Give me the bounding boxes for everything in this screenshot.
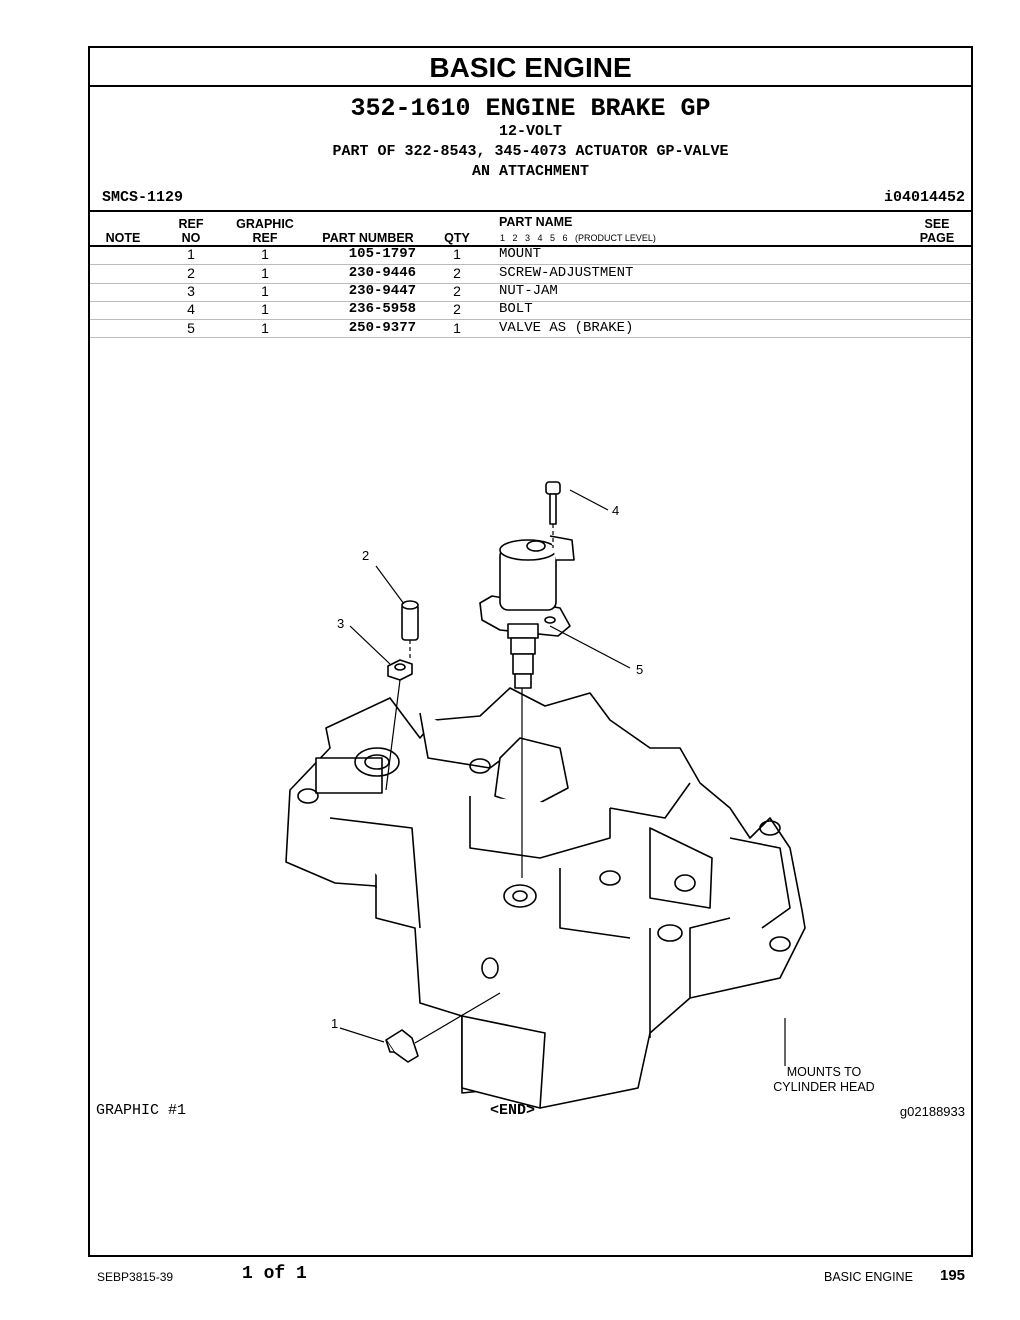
row-part-name: MOUNT (499, 246, 542, 262)
row-divider (90, 301, 971, 302)
row-part-name: BOLT (499, 301, 533, 317)
mounts-note-line2: CYLINDER HEAD (773, 1080, 874, 1094)
section-title: BASIC ENGINE (90, 48, 971, 87)
col-ref-bottom: NO (181, 231, 201, 245)
subtitle-line: AN ATTACHMENT (471, 163, 590, 180)
end-marker: <END> (490, 1102, 536, 1119)
group-title: 352-1610 ENGINE BRAKE GP (350, 94, 711, 123)
page-frame: BASIC ENGINE 352-1610 ENGINE BRAKE GP 12… (88, 46, 973, 1257)
row-part-name: SCREW-ADJUSTMENT (499, 265, 634, 281)
row-part-number: 250-9377 (348, 320, 416, 336)
col-qty: QTY (444, 231, 470, 245)
callout-2: 2 (362, 548, 369, 563)
row-divider (90, 337, 971, 338)
col-graphic-bottom: REF (252, 231, 278, 245)
row-divider (90, 319, 971, 320)
callout-3: 3 (337, 616, 344, 631)
graphic-label: GRAPHIC #1 (96, 1102, 187, 1119)
bolt-bore-holes (297, 747, 791, 979)
row-part-name: VALVE AS (BRAKE) (499, 320, 634, 336)
row-qty: 2 (453, 265, 461, 281)
row-qty: 1 (453, 320, 461, 336)
row-part-number: 236-5958 (348, 301, 416, 317)
mount-clip-part (385, 1029, 419, 1063)
row-part-number: 230-9446 (348, 265, 416, 281)
col-ref-top: REF (178, 217, 204, 231)
row-ref: 1 (187, 246, 195, 262)
col-part-number: PART NUMBER (322, 231, 414, 245)
footer-doc-number: SEBP3815-39 (97, 1270, 174, 1284)
exploded-view-illustration: 4 2 3 5 1 MOUNTS TO CYLINDER HEAD (285, 481, 875, 1109)
row-graphic: 1 (261, 301, 269, 317)
graphic-id: g02188933 (899, 1104, 965, 1119)
callout-4: 4 (612, 503, 619, 518)
footer-page-number: 195 (940, 1267, 966, 1284)
col-see-bottom: PAGE (919, 231, 955, 245)
adjusting-screw-part (401, 600, 419, 641)
row-part-number: 105-1797 (348, 246, 416, 262)
row-divider (90, 264, 971, 265)
jam-nut-part (387, 659, 413, 681)
callout-leaders (339, 489, 786, 1066)
row-divider (90, 283, 971, 284)
subtitle-line: PART OF 322-8543, 345-4073 ACTUATOR GP-V… (332, 143, 729, 160)
bolt-part (545, 481, 561, 525)
footer-page-count: 1 of 1 (242, 1264, 307, 1284)
row-graphic: 1 (261, 283, 269, 299)
callout-5: 5 (636, 662, 643, 677)
col-graphic-top: GRAPHIC (236, 217, 294, 231)
header-divider (90, 210, 971, 212)
row-qty: 1 (453, 246, 461, 262)
document-ident: i04014452 (883, 189, 965, 206)
row-ref: 5 (187, 320, 195, 336)
subtitle-line: 12-VOLT (498, 123, 562, 140)
col-see-top: SEE (924, 217, 950, 231)
row-ref: 2 (187, 265, 195, 281)
footer-section: BASIC ENGINE (824, 1270, 913, 1284)
row-qty: 2 (453, 301, 461, 317)
engine-brake-housing (285, 687, 806, 1109)
callout-1: 1 (331, 1016, 338, 1031)
col-note: NOTE (105, 231, 141, 245)
table-header-divider (90, 245, 971, 247)
col-product-level: 1 2 3 4 5 6 (PRODUCT LEVEL) (500, 233, 656, 243)
row-graphic: 1 (261, 320, 269, 336)
row-graphic: 1 (261, 246, 269, 262)
brake-valve-assembly (479, 535, 575, 689)
row-ref: 4 (187, 301, 195, 317)
row-ref: 3 (187, 283, 195, 299)
row-graphic: 1 (261, 265, 269, 281)
row-qty: 2 (453, 283, 461, 299)
row-part-name: NUT-JAM (499, 283, 558, 299)
smcs-code: SMCS-1129 (102, 189, 184, 206)
row-part-number: 230-9447 (348, 283, 416, 299)
col-part-name: PART NAME (499, 215, 573, 229)
mounts-note-line1: MOUNTS TO (787, 1065, 862, 1079)
